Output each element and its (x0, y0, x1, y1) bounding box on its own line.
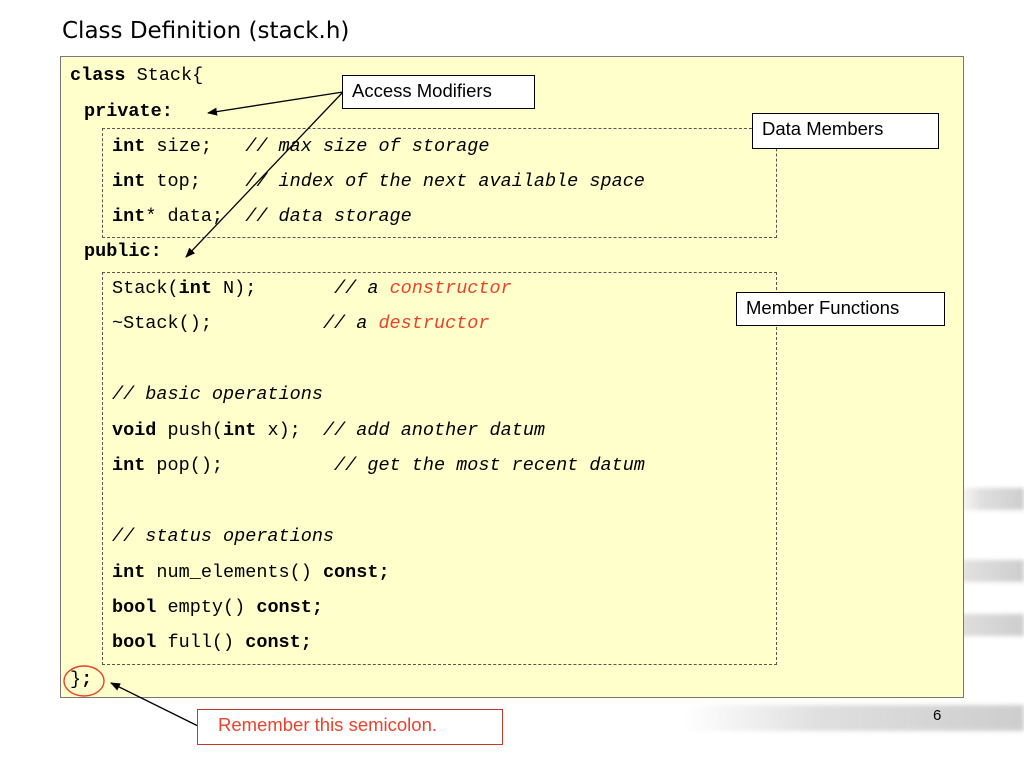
code-text: top; (145, 171, 246, 192)
code-highlight: destructor (378, 313, 490, 334)
code-highlight: constructor (389, 278, 512, 299)
page-number: 6 (933, 707, 942, 724)
code-text: : (161, 101, 173, 122)
data-members-region (102, 128, 777, 238)
code-comment: // a (322, 313, 379, 334)
code-keyword: int (112, 455, 146, 476)
code-keyword: int (223, 420, 257, 441)
code-keyword: const; (256, 597, 323, 618)
code-line-pop: int pop(); // get the most recent datum (112, 455, 645, 477)
code-line-class: class Stack{ (70, 65, 203, 87)
code-text: Stack{ (125, 65, 204, 86)
code-keyword: void (112, 420, 157, 441)
code-line-closing: }; (70, 669, 92, 691)
code-keyword: const; (322, 562, 390, 583)
code-keyword: bool (112, 597, 157, 618)
code-comment: // a (334, 278, 390, 299)
code-keyword: int (112, 171, 146, 192)
code-keyword: bool (112, 632, 157, 653)
code-line-constructor: Stack(int N); // a constructor (112, 278, 512, 300)
code-line-private: private: (84, 101, 173, 123)
arrow-to-public (185, 91, 344, 258)
slide-title: Class Definition (stack.h) (62, 18, 350, 44)
code-comment: // index of the next available space (245, 171, 645, 192)
code-keyword: private (84, 101, 162, 122)
callout-member-functions: Member Functions (736, 292, 945, 326)
code-box (60, 56, 964, 698)
code-keyword: ; (81, 669, 93, 690)
code-keyword: int (112, 136, 146, 157)
code-keyword: public: (84, 241, 162, 262)
code-text: push( (156, 420, 224, 441)
code-text: x); (256, 420, 323, 441)
arrow-to-private (207, 91, 344, 116)
callout-remember-semicolon: Remember this semicolon. (197, 709, 503, 745)
code-line-basic-ops-comment: // basic operations (112, 384, 323, 406)
code-text: size; (145, 136, 246, 157)
background-streak (684, 705, 1024, 731)
code-text: num_elements() (145, 562, 323, 583)
code-line-status-ops-comment: // status operations (112, 526, 334, 548)
arrow-to-semicolon (110, 682, 199, 727)
code-text: N); (211, 278, 335, 299)
code-comment: // data storage (245, 206, 412, 227)
code-comment: // get the most recent datum (334, 455, 645, 476)
code-comment: // add another datum (322, 420, 546, 441)
code-line-destructor: ~Stack(); // a destructor (112, 313, 489, 335)
code-line-full: bool full() const; (112, 632, 312, 654)
callout-access-modifiers: Access Modifiers (342, 75, 535, 109)
code-text: pop(); (145, 455, 335, 476)
code-text: empty() (156, 597, 257, 618)
code-keyword: int (112, 206, 146, 227)
callout-data-members: Data Members (752, 113, 939, 149)
member-functions-region (102, 272, 777, 665)
code-comment: // basic operations (112, 384, 323, 405)
code-text: * data; (145, 206, 246, 227)
code-text: full() (156, 632, 246, 653)
code-keyword: int (112, 562, 146, 583)
code-keyword: class (70, 65, 126, 86)
code-line-top: int top; // index of the next available … (112, 171, 645, 193)
code-line-public: public: (84, 241, 162, 263)
code-text: Stack( (112, 278, 179, 299)
code-text: ~Stack(); (112, 313, 323, 334)
code-line-data: int* data; // data storage (112, 206, 412, 228)
code-keyword: int (178, 278, 212, 299)
code-text: } (70, 669, 82, 690)
code-comment: // status operations (112, 526, 335, 547)
code-line-num-elements: int num_elements() const; (112, 562, 390, 584)
code-line-empty: bool empty() const; (112, 597, 323, 619)
semicolon-highlight-circle (63, 665, 105, 697)
background-streak (954, 488, 1024, 510)
code-keyword: const; (245, 632, 312, 653)
code-line-push: void push(int x); // add another datum (112, 420, 545, 442)
